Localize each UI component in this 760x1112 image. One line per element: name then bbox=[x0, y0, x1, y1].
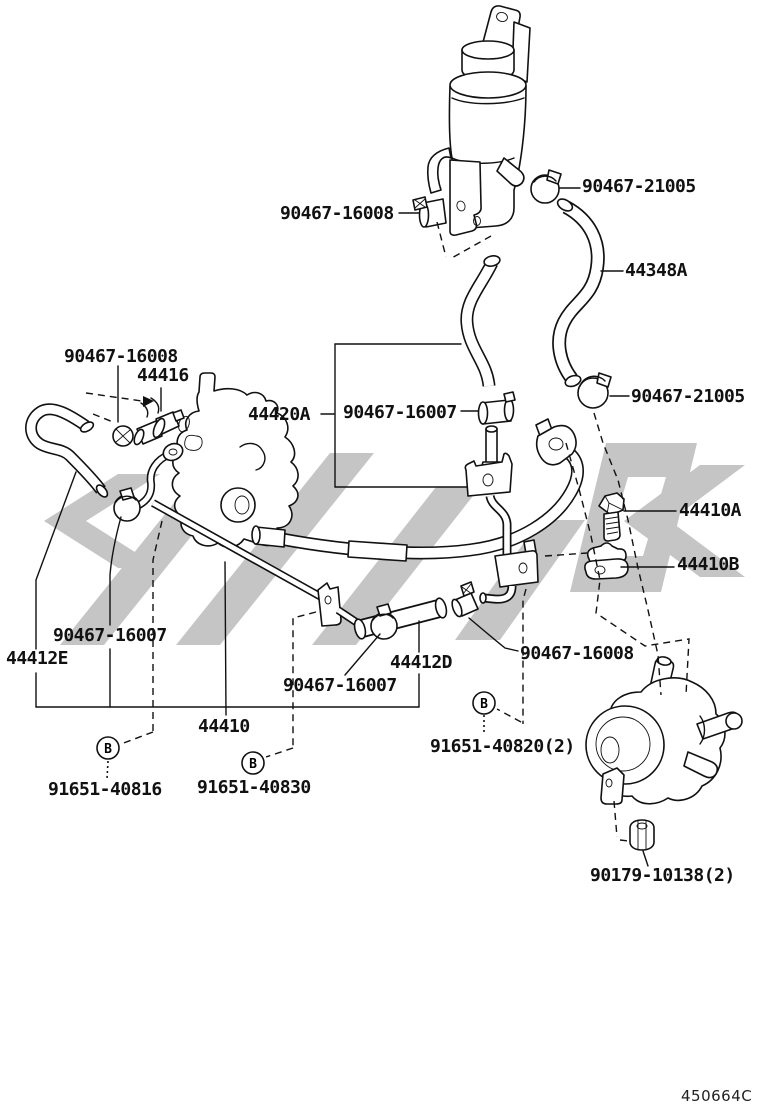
part-label-90467-16007-lower: 90467-16007 bbox=[283, 675, 397, 696]
part-label-44412d: 44412D bbox=[390, 652, 453, 673]
reservoir-left-pipe bbox=[426, 147, 452, 194]
bolt-44410a bbox=[598, 492, 625, 542]
drawing-code: 450664C bbox=[681, 1087, 753, 1105]
hose-44412e bbox=[25, 403, 114, 498]
power-steering-pump bbox=[585, 656, 743, 805]
center-tube-and-brackets bbox=[464, 425, 539, 604]
part-label-90467-16007-return: 90467-16007 bbox=[343, 402, 457, 423]
leader-lines bbox=[35, 187, 677, 867]
part-label-44412e: 44412E bbox=[6, 648, 69, 669]
suction-hose bbox=[460, 255, 501, 387]
hose-clamp-16007-return bbox=[477, 391, 516, 425]
tube-bracket-lower bbox=[494, 550, 539, 588]
part-label-44410: 44410 bbox=[198, 716, 250, 737]
part-label-44410b: 44410B bbox=[677, 554, 740, 575]
return-hose-44348a bbox=[552, 198, 605, 388]
hose-clamp-16007-44412d bbox=[370, 603, 398, 640]
part-label-90467-16008-reservoir: 90467-16008 bbox=[280, 203, 394, 224]
part-label-90467-21005-upper: 90467-21005 bbox=[582, 176, 696, 197]
gear-return-tube bbox=[126, 442, 184, 513]
bolt-symbol-letter: B bbox=[480, 697, 488, 712]
bolt-symbol-b2: B bbox=[241, 751, 265, 775]
part-label-44420a: 44420A bbox=[248, 404, 311, 425]
banjo-fitting bbox=[535, 424, 577, 466]
pressure-tube-44410 bbox=[151, 499, 334, 607]
reservoir-outlet-port bbox=[496, 157, 525, 187]
part-label-90179-10138: 90179-10138(2) bbox=[590, 865, 735, 886]
part-label-44348a: 44348A bbox=[625, 260, 688, 281]
bolt-symbol-letter: B bbox=[249, 757, 257, 772]
hose-clamp-21005-lower bbox=[577, 372, 612, 409]
dashed-assembly-lines bbox=[120, 221, 690, 842]
hose-clamp-16008-gear bbox=[112, 425, 134, 447]
part-label-90467-16007-left: 90467-16007 bbox=[53, 625, 167, 646]
bolt-symbol-b3: B bbox=[472, 691, 496, 715]
part-label-90467-21005-lower: 90467-21005 bbox=[631, 386, 745, 407]
hose-clamp-21005-upper bbox=[530, 169, 562, 204]
44416-pointer-arrows bbox=[85, 392, 160, 418]
part-label-44410a: 44410A bbox=[679, 500, 742, 521]
part-label-91651-40820: 91651-40820(2) bbox=[430, 736, 575, 757]
hose-clamp-16008-mid bbox=[451, 581, 479, 618]
union-44416 bbox=[133, 409, 185, 446]
steering-gear-44420a bbox=[171, 372, 299, 548]
nut-90179 bbox=[629, 819, 655, 851]
hose-clamp-16008-reservoir bbox=[412, 196, 447, 228]
part-label-91651-40830: 91651-40830 bbox=[197, 777, 311, 798]
pump-foot bbox=[600, 767, 625, 805]
part-label-44416: 44416 bbox=[137, 365, 189, 386]
clamp-44410b bbox=[584, 542, 629, 580]
hose-clamp-16007-left bbox=[113, 487, 141, 522]
reservoir-bracket bbox=[449, 159, 482, 236]
part-label-90467-16008-mid: 90467-16008 bbox=[520, 643, 634, 664]
tube-bracket-upper bbox=[464, 452, 513, 497]
bolt-symbol-b1: B bbox=[96, 736, 120, 760]
bolt-symbol-letter: B bbox=[104, 742, 112, 757]
part-label-90467-16008-gear: 90467-16008 bbox=[64, 346, 178, 367]
callout-box-44420a bbox=[334, 343, 491, 488]
reservoir bbox=[426, 5, 531, 236]
part-label-91651-40816: 91651-40816 bbox=[48, 779, 162, 800]
